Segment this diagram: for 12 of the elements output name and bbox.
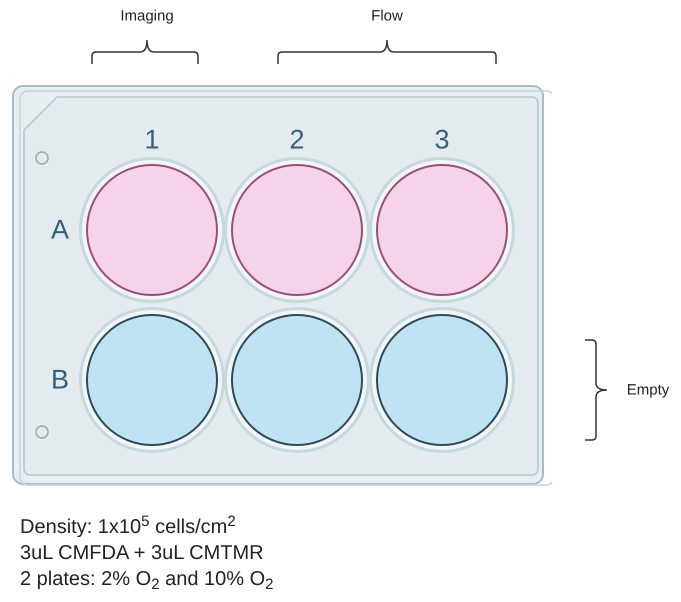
group-label: Imaging (120, 8, 174, 24)
group-label: Flow (371, 8, 403, 24)
note-text: Density: 1x10$^{5}$ cells/cm$^{2}$ (20, 517, 236, 537)
row-letter: B (51, 366, 69, 394)
column-number: 2 (289, 126, 305, 154)
note-text: 2 plates: 2% O$_{2}$ and 10% O$_{2}$ (20, 569, 274, 589)
row-letter: A (51, 216, 69, 244)
note-text: 3uL CMFDA + 3uL CMTMR (20, 543, 264, 563)
well-plate (12, 85, 552, 489)
column-number: 3 (434, 126, 450, 154)
column-number: 1 (144, 126, 160, 154)
group-label: Empty (626, 382, 670, 398)
